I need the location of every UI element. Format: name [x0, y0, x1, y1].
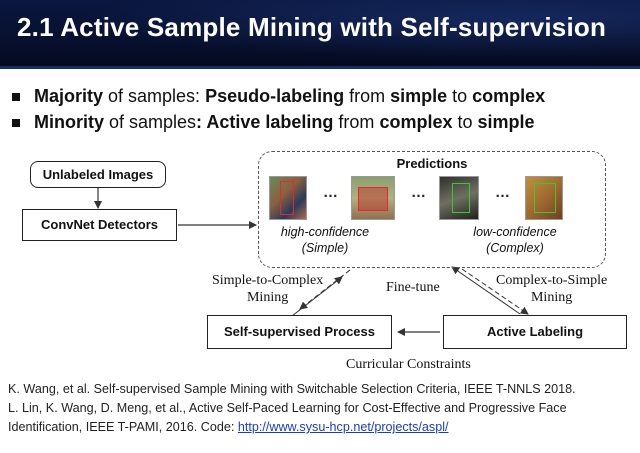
detection-bbox [534, 183, 556, 213]
bullet-part: to [452, 112, 478, 132]
low-confidence-label: low-confidence (Complex) [455, 224, 575, 256]
pipeline-diagram: Unlabeled Images ConvNet Detectors Predi… [0, 148, 640, 378]
active-labeling-box: Active Labeling [443, 315, 627, 349]
ellipsis: … [411, 184, 426, 201]
predictions-box: Predictions … … … high-confidence (Simpl… [258, 151, 606, 268]
detection-bbox [452, 183, 470, 213]
prediction-image-4 [525, 176, 563, 220]
bullet-part: of samples [104, 112, 197, 132]
code-link[interactable]: http://www.sysu-hcp.net/projects/aspl/ [237, 420, 449, 434]
bullet-text: Minority of samples: Active labeling fro… [34, 112, 535, 133]
complex-to-simple-line1: Complex-to-Simple [496, 273, 608, 288]
ellipsis: … [323, 184, 338, 201]
self-supervised-process-box: Self-supervised Process [207, 315, 392, 349]
bullet-part: to [447, 86, 473, 106]
arrow-active-to-predictions [451, 266, 521, 315]
ellipsis: … [495, 184, 510, 201]
bullet-part: from [333, 112, 380, 132]
bullet-part: complex [472, 86, 546, 106]
complex-to-simple-label: Complex-to-Simple Mining [496, 272, 607, 306]
references: K. Wang, et al. Self-supervised Sample M… [8, 380, 638, 437]
fine-tune-label: Fine-tune [386, 280, 440, 295]
simple-to-complex-label: Simple-to-Complex Mining [212, 272, 323, 306]
bullet-part: Minority [34, 112, 104, 132]
diagram-arrows [94, 188, 529, 336]
prediction-image-1 [269, 176, 307, 220]
bullet-part: of samples: [103, 86, 206, 106]
bullet-part: complex [379, 112, 453, 132]
prediction-image-3 [439, 176, 479, 220]
reference-2-prefix: Identification, IEEE T-PAMI, 2016. Code: [8, 420, 238, 434]
reference-1: K. Wang, et al. Self-supervised Sample M… [8, 382, 576, 396]
high-confidence-text: high-confidence [280, 225, 370, 239]
bullet-square-icon [12, 119, 20, 127]
title-bar: 2.1 Active Sample Mining with Self-super… [0, 0, 640, 66]
detection-bbox [358, 187, 388, 211]
slide-title: 2.1 Active Sample Mining with Self-super… [17, 12, 607, 42]
arrow-predictions-to-self [299, 269, 351, 310]
high-confidence-label: high-confidence (Simple) [265, 224, 385, 256]
unlabeled-images-box: Unlabeled Images [30, 161, 166, 188]
convnet-detectors-box: ConvNet Detectors [22, 209, 177, 241]
reference-2-line1: L. Lin, K. Wang, D. Meng, et al., Active… [8, 401, 567, 415]
bullet-part: simple [477, 112, 535, 132]
curricular-constraints-label: Curricular Constraints [346, 357, 471, 372]
title-glow [0, 0, 640, 66]
simple-to-complex-line2: Mining [246, 290, 289, 305]
high-confidence-sub: (Simple) [301, 241, 349, 255]
bullet-part: Pseudo-labeling [205, 86, 345, 106]
detection-bbox [280, 181, 294, 215]
arrow-predictions-to-active [461, 268, 529, 315]
complex-to-simple-line2: Mining [530, 290, 573, 305]
simple-to-complex-line1: Simple-to-Complex [212, 273, 324, 288]
title-divider [0, 66, 640, 69]
bullet-text: Majority of samples: Pseudo-labeling fro… [34, 86, 545, 107]
low-confidence-sub: (Complex) [486, 241, 544, 255]
bullet-square-icon [12, 93, 20, 101]
bullet-part: from [344, 86, 391, 106]
low-confidence-text: low-confidence [473, 225, 557, 239]
bullet-part: simple [390, 86, 448, 106]
reference-2-line2: Identification, IEEE T-PAMI, 2016. Code:… [8, 418, 638, 437]
bullet-part: : Active labeling [196, 112, 334, 132]
bullet-part: Majority [34, 86, 104, 106]
prediction-image-2 [351, 176, 395, 220]
predictions-title: Predictions [396, 156, 468, 171]
